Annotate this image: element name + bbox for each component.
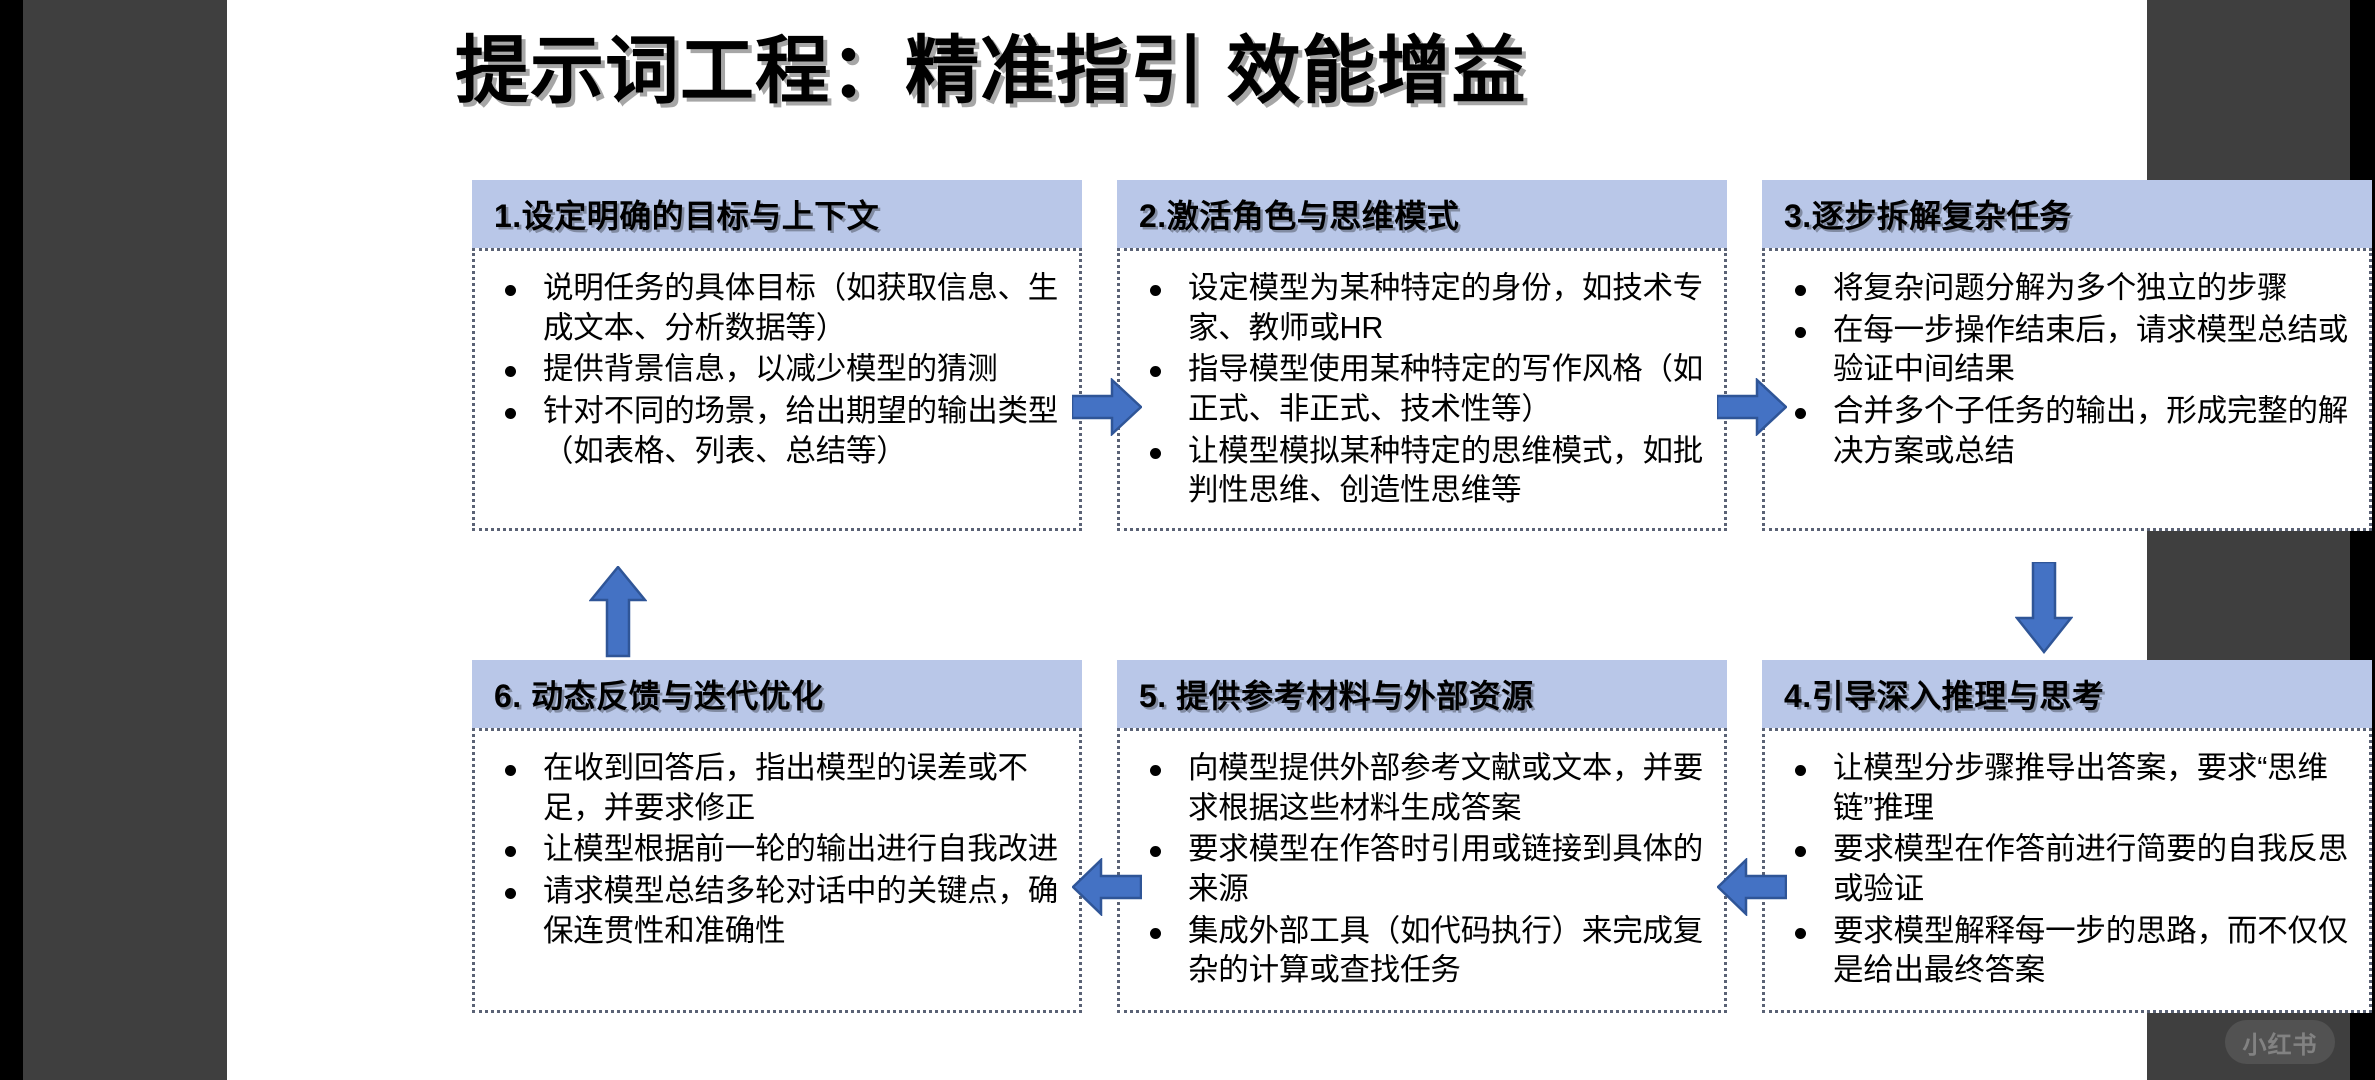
slide-canvas: 提示词工程：精准指引 效能增益 1.设定明确的目标与上下文 说明任务的具体目标（… bbox=[227, 0, 2372, 1080]
step-card-1-body: 说明任务的具体目标（如获取信息、生成文本、分析数据等） 提供背景信息，以减少模型… bbox=[472, 248, 1082, 531]
list-item: 将复杂问题分解为多个独立的步骤 bbox=[1775, 269, 2355, 309]
xiaohongshu-watermark: 小红书 bbox=[2225, 1020, 2335, 1064]
step-card-5-header: 5. 提供参考材料与外部资源 bbox=[1117, 660, 1727, 728]
list-item: 要求模型解释每一步的思路，而不仅仅是给出最终答案 bbox=[1775, 912, 2355, 991]
list-item: 让模型根据前一轮的输出进行自我改进 bbox=[485, 830, 1065, 870]
list-item: 请求模型总结多轮对话中的关键点，确保连贯性和准确性 bbox=[485, 872, 1065, 951]
list-item: 集成外部工具（如代码执行）来完成复杂的计算或查找任务 bbox=[1130, 912, 1710, 991]
list-item: 合并多个子任务的输出，形成完整的解决方案或总结 bbox=[1775, 392, 2355, 471]
step-card-6[interactable]: 6. 动态反馈与迭代优化 在收到回答后，指出模型的误差或不足，并要求修正 让模型… bbox=[472, 660, 1082, 1013]
step-card-1-header: 1.设定明确的目标与上下文 bbox=[472, 180, 1082, 248]
step-card-2-bullet-list: 设定模型为某种特定的身份，如技术专家、教师或HR 指导模型使用某种特定的写作风格… bbox=[1130, 269, 1710, 511]
arrow-right-icon-box1-to-box2 bbox=[1072, 378, 1142, 436]
arrow-right-icon-box2-to-box3 bbox=[1717, 378, 1787, 436]
arrow-left-icon-box4-to-box5 bbox=[1717, 858, 1787, 916]
list-item: 要求模型在作答时引用或链接到具体的来源 bbox=[1130, 830, 1710, 909]
list-item: 向模型提供外部参考文献或文本，并要求根据这些材料生成答案 bbox=[1130, 749, 1710, 828]
step-card-6-body: 在收到回答后，指出模型的误差或不足，并要求修正 让模型根据前一轮的输出进行自我改… bbox=[472, 728, 1082, 1013]
list-item: 提供背景信息，以减少模型的猜测 bbox=[485, 350, 1065, 390]
step-card-5-body: 向模型提供外部参考文献或文本，并要求根据这些材料生成答案 要求模型在作答时引用或… bbox=[1117, 728, 1727, 1013]
list-item: 设定模型为某种特定的身份，如技术专家、教师或HR bbox=[1130, 269, 1710, 348]
arrow-left-icon-box5-to-box6 bbox=[1072, 858, 1142, 916]
step-card-3-body: 将复杂问题分解为多个独立的步骤 在每一步操作结束后，请求模型总结或验证中间结果 … bbox=[1762, 248, 2372, 531]
step-card-3-bullet-list: 将复杂问题分解为多个独立的步骤 在每一步操作结束后，请求模型总结或验证中间结果 … bbox=[1775, 269, 2355, 471]
step-card-3-header: 3.逐步拆解复杂任务 bbox=[1762, 180, 2372, 248]
step-card-1-bullet-list: 说明任务的具体目标（如获取信息、生成文本、分析数据等） 提供背景信息，以减少模型… bbox=[485, 269, 1065, 471]
arrow-up-icon-box6-to-box1 bbox=[589, 566, 647, 658]
step-card-2-body: 设定模型为某种特定的身份，如技术专家、教师或HR 指导模型使用某种特定的写作风格… bbox=[1117, 248, 1727, 531]
step-card-4[interactable]: 4.引导深入推理与思考 让模型分步骤推导出答案，要求“思维链”推理 要求模型在作… bbox=[1762, 660, 2372, 1013]
step-card-4-body: 让模型分步骤推导出答案，要求“思维链”推理 要求模型在作答前进行简要的自我反思或… bbox=[1762, 728, 2372, 1013]
list-item: 让模型分步骤推导出答案，要求“思维链”推理 bbox=[1775, 749, 2355, 828]
arrow-down-icon-box3-to-box4 bbox=[2015, 562, 2073, 654]
list-item: 说明任务的具体目标（如获取信息、生成文本、分析数据等） bbox=[485, 269, 1065, 348]
step-card-6-bullet-list: 在收到回答后，指出模型的误差或不足，并要求修正 让模型根据前一轮的输出进行自我改… bbox=[485, 749, 1065, 951]
list-item: 指导模型使用某种特定的写作风格（如正式、非正式、技术性等） bbox=[1130, 350, 1710, 429]
step-card-4-header: 4.引导深入推理与思考 bbox=[1762, 660, 2372, 728]
step-card-6-header: 6. 动态反馈与迭代优化 bbox=[472, 660, 1082, 728]
list-item: 让模型模拟某种特定的思维模式，如批判性思维、创造性思维等 bbox=[1130, 432, 1710, 511]
page-title: 提示词工程：精准指引 效能增益 bbox=[455, 28, 1527, 112]
list-item: 针对不同的场景，给出期望的输出类型（如表格、列表、总结等） bbox=[485, 392, 1065, 471]
step-card-2[interactable]: 2.激活角色与思维模式 设定模型为某种特定的身份，如技术专家、教师或HR 指导模… bbox=[1117, 180, 1727, 531]
step-card-5[interactable]: 5. 提供参考材料与外部资源 向模型提供外部参考文献或文本，并要求根据这些材料生… bbox=[1117, 660, 1727, 1013]
list-item: 要求模型在作答前进行简要的自我反思或验证 bbox=[1775, 830, 2355, 909]
list-item: 在收到回答后，指出模型的误差或不足，并要求修正 bbox=[485, 749, 1065, 828]
step-card-5-bullet-list: 向模型提供外部参考文献或文本，并要求根据这些材料生成答案 要求模型在作答时引用或… bbox=[1130, 749, 1710, 991]
step-card-2-header: 2.激活角色与思维模式 bbox=[1117, 180, 1727, 248]
step-card-4-bullet-list: 让模型分步骤推导出答案，要求“思维链”推理 要求模型在作答前进行简要的自我反思或… bbox=[1775, 749, 2355, 991]
list-item: 在每一步操作结束后，请求模型总结或验证中间结果 bbox=[1775, 311, 2355, 390]
step-card-3[interactable]: 3.逐步拆解复杂任务 将复杂问题分解为多个独立的步骤 在每一步操作结束后，请求模… bbox=[1762, 180, 2372, 531]
step-card-1[interactable]: 1.设定明确的目标与上下文 说明任务的具体目标（如获取信息、生成文本、分析数据等… bbox=[472, 180, 1082, 531]
